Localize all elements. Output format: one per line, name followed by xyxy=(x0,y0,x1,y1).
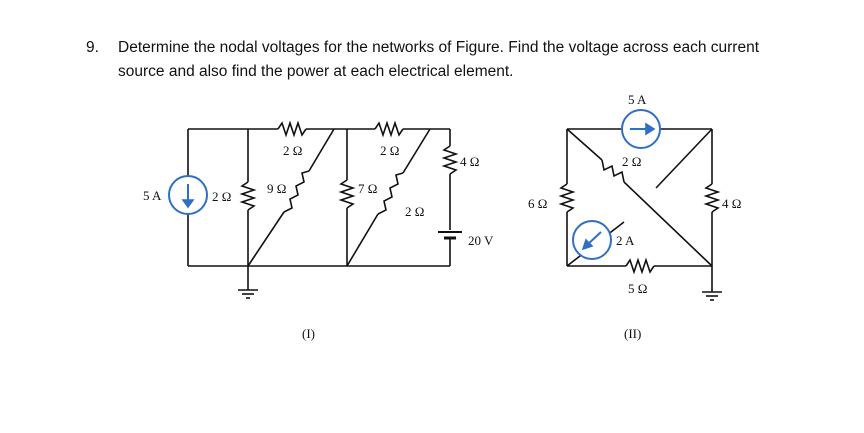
question-text: Determine the nodal voltages for the net… xyxy=(118,39,760,80)
fig2-r-bottom5-label: 5 Ω xyxy=(628,281,647,296)
fig2-caption: (II) xyxy=(624,326,641,341)
fig1-r-top2-label: 2 Ω xyxy=(380,143,399,158)
fig1-caption: (I) xyxy=(302,326,315,341)
fig1-r-top1-label: 2 Ω xyxy=(283,143,302,158)
fig2-r-diag2-label: 2 Ω xyxy=(622,154,641,169)
fig1-r-diag9-label: 9 Ω xyxy=(267,181,286,196)
fig1-r-right4-label: 4 Ω xyxy=(460,154,479,169)
figure-1-network xyxy=(187,120,462,299)
figure-2-current-source-mid xyxy=(572,220,612,260)
fig1-battery-label: 20 V xyxy=(468,233,494,248)
question-number: 9. xyxy=(86,39,99,56)
figure-2-network xyxy=(558,128,722,301)
fig1-r-left-label: 2 Ω xyxy=(212,189,231,204)
fig1-r-diag2-label: 2 Ω xyxy=(405,204,424,219)
fig2-source-mid-label: 2 A xyxy=(616,233,635,248)
fig2-r-right4-label: 4 Ω xyxy=(722,196,741,211)
fig1-r-v7-label: 7 Ω xyxy=(358,181,377,196)
fig2-source-top-label: 5 A xyxy=(628,92,647,107)
fig2-r-left6-label: 6 Ω xyxy=(528,196,547,211)
figure-1-current-source xyxy=(168,175,208,215)
figure-2-current-source-top xyxy=(621,109,661,149)
fig1-source-label: 5 A xyxy=(143,188,162,203)
